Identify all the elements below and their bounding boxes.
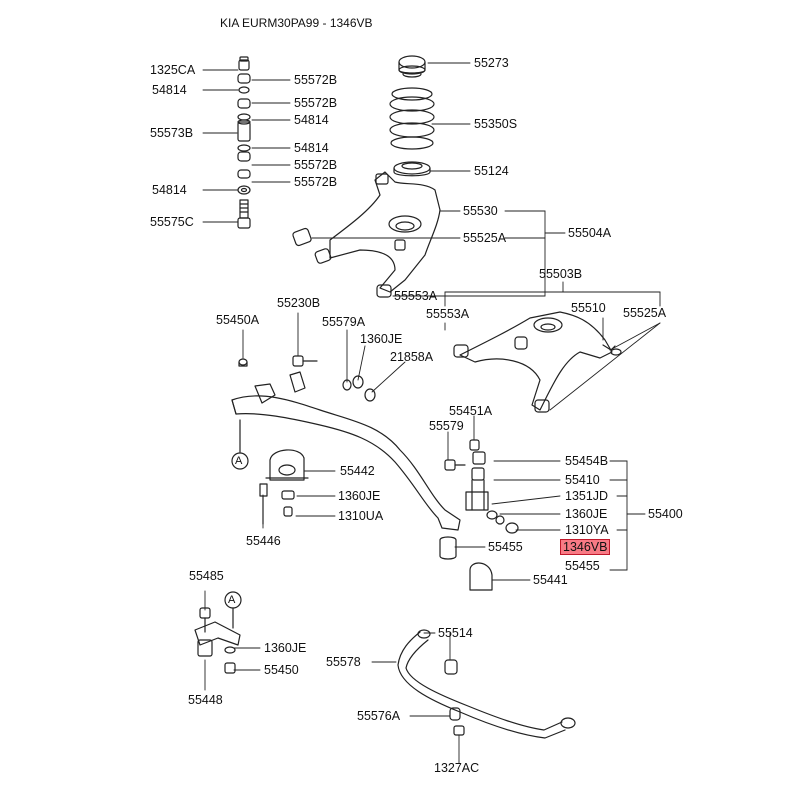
ref-marker-a-top <box>231 452 249 470</box>
part-label-55578[interactable]: 55578 <box>326 655 361 669</box>
part-label-1325CA[interactable]: 1325CA <box>150 63 196 77</box>
diagram-title: KIA EURM30PA99 - 1346VB <box>220 16 373 30</box>
part-label-55510[interactable]: 55510 <box>571 301 606 315</box>
part-label-55572B[interactable]: 55572B <box>294 96 338 110</box>
mount-hardware-stack <box>237 56 251 229</box>
part-label-55485[interactable]: 55485 <box>189 569 224 583</box>
part-label-55450A[interactable]: 55450A <box>216 313 260 327</box>
part-label-55455[interactable]: 55455 <box>488 540 523 554</box>
part-label-55504A[interactable]: 55504A <box>568 226 612 240</box>
part-label-55503B[interactable]: 55503B <box>539 267 583 281</box>
rear-stabilizer-link <box>194 607 241 674</box>
part-label-1360JE[interactable]: 1360JE <box>338 489 381 503</box>
part-label-1310UA[interactable]: 1310UA <box>338 509 384 523</box>
part-label-54814[interactable]: 54814 <box>294 113 329 127</box>
upper-arm <box>292 171 441 298</box>
part-label-55579A[interactable]: 55579A <box>322 315 366 329</box>
part-label-55572B[interactable]: 55572B <box>294 73 338 87</box>
coil-spring-assembly <box>389 55 435 177</box>
part-label-55455[interactable]: 55455 <box>565 559 600 573</box>
front-stabilizer-bar <box>231 355 461 531</box>
part-label-55530[interactable]: 55530 <box>463 204 498 218</box>
rear-stabilizer-bar <box>397 629 576 739</box>
part-label-1360JE[interactable]: 1360JE <box>360 332 403 346</box>
part-label-55454B[interactable]: 55454B <box>565 454 609 468</box>
part-label-54814[interactable]: 54814 <box>152 83 187 97</box>
part-label-1360JE[interactable]: 1360JE <box>565 507 608 521</box>
part-label-55273[interactable]: 55273 <box>474 56 509 70</box>
part-label-55446[interactable]: 55446 <box>246 534 281 548</box>
part-label-55579[interactable]: 55579 <box>429 419 464 433</box>
part-label-55525A[interactable]: 55525A <box>463 231 507 245</box>
part-label-1310YA[interactable]: 1310YA <box>565 523 609 537</box>
stabilizer-bracket <box>259 449 309 525</box>
part-label-55441[interactable]: 55441 <box>533 573 568 587</box>
part-label-55553A[interactable]: 55553A <box>394 289 438 303</box>
ref-marker-a-top-letter: A <box>235 455 243 467</box>
part-label-54814[interactable]: 54814 <box>294 141 329 155</box>
part-label-1360JE[interactable]: 1360JE <box>264 641 307 655</box>
part-label-21858A[interactable]: 21858A <box>390 350 434 364</box>
part-label-55451A[interactable]: 55451A <box>449 404 493 418</box>
stabilizer-link-assembly <box>439 439 519 591</box>
part-label-55553A[interactable]: 55553A <box>426 307 470 321</box>
part-label-55400[interactable]: 55400 <box>648 507 683 521</box>
part-label-55576A[interactable]: 55576A <box>357 709 401 723</box>
part-label-55573B[interactable]: 55573B <box>150 126 194 140</box>
leader-lines <box>202 62 661 764</box>
part-label-55525A[interactable]: 55525A <box>623 306 667 320</box>
part-label-55575C[interactable]: 55575C <box>150 215 194 229</box>
part-label-55124[interactable]: 55124 <box>474 164 509 178</box>
part-label-55514[interactable]: 55514 <box>438 626 473 640</box>
part-label-55230B[interactable]: 55230B <box>277 296 321 310</box>
part-label-1327AC[interactable]: 1327AC <box>434 761 480 775</box>
reference-markers <box>224 452 249 629</box>
part-label-55410[interactable]: 55410 <box>565 473 600 487</box>
part-label-1346VB-selected[interactable]: 1346VB <box>560 539 611 555</box>
ref-marker-a-bottom-letter: A <box>228 594 236 606</box>
part-label-55450[interactable]: 55450 <box>264 663 299 677</box>
part-label-55442[interactable]: 55442 <box>340 464 375 478</box>
part-label-1351JD[interactable]: 1351JD <box>565 489 609 503</box>
lower-arm <box>453 311 622 413</box>
part-label-55448[interactable]: 55448 <box>188 693 223 707</box>
part-label-54814[interactable]: 54814 <box>152 183 187 197</box>
part-label-55572B[interactable]: 55572B <box>294 175 338 189</box>
part-label-55572B[interactable]: 55572B <box>294 158 338 172</box>
part-label-55350S[interactable]: 55350S <box>474 117 518 131</box>
